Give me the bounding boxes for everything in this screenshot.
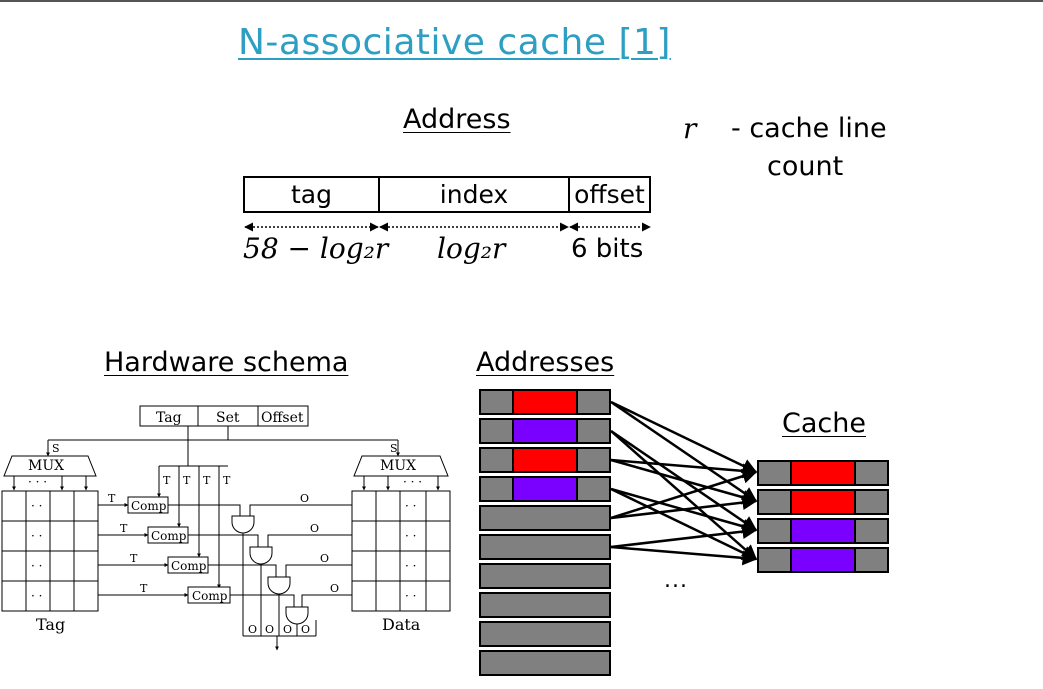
- svg-text:· ·: · ·: [31, 559, 42, 573]
- hw-tag-label: Tag: [36, 615, 65, 634]
- offset-width-label: 6 bits: [571, 234, 644, 264]
- cache-heading: Cache: [782, 408, 866, 439]
- hw-o-b3: O: [283, 623, 292, 636]
- addresses-heading: Addresses: [476, 347, 615, 378]
- hw-mux-left-label: MUX: [28, 458, 64, 474]
- hw-o-b1: O: [248, 623, 257, 636]
- note-text-line2: count: [767, 151, 844, 182]
- page-title[interactable]: N-associative cache [1]: [238, 22, 671, 63]
- tag-width-label: 58 − log₂r: [243, 232, 389, 265]
- hw-o-b2: O: [265, 623, 274, 636]
- hw-t-v4: T: [223, 474, 231, 487]
- hw-data-label: Data: [382, 615, 421, 634]
- svg-text:· ·: · ·: [405, 589, 416, 603]
- svg-text:· ·: · ·: [31, 589, 42, 603]
- hw-t-v2: T: [183, 474, 191, 487]
- note-text-line1: - cache line: [731, 113, 887, 144]
- svg-text:· ·: · ·: [405, 499, 416, 513]
- hw-t-v3: T: [203, 474, 211, 487]
- hw-mux-right-label: MUX: [380, 458, 416, 474]
- hw-field-set: Set: [216, 410, 240, 426]
- svg-text:· ·: · ·: [31, 529, 42, 543]
- address-field-offset: offset: [568, 176, 651, 213]
- mapping-arrows: [610, 400, 758, 566]
- hw-o-4: O: [330, 582, 339, 595]
- hw-mux-right: [353, 455, 449, 477]
- hw-comp-label-3: Comp: [171, 559, 207, 573]
- hw-t-2: T: [120, 522, 128, 535]
- hw-field-offset: Offset: [261, 410, 304, 426]
- hw-data-array: [351, 490, 451, 612]
- hw-tag-array: [1, 490, 99, 612]
- svg-text:· ·: · ·: [31, 499, 42, 513]
- hw-comp-label-1: Comp: [131, 499, 167, 513]
- hw-t-1: T: [108, 492, 116, 505]
- hardware-schema: [1, 405, 451, 651]
- hw-address-register: [139, 405, 309, 427]
- hw-select-left: S: [52, 442, 60, 455]
- hw-o-1: O: [300, 492, 309, 505]
- hw-comp-label-4: Comp: [192, 589, 228, 603]
- svg-text:· ·: · ·: [405, 529, 416, 543]
- hw-mux-right-dots: · · ·: [403, 475, 422, 489]
- hw-o-3: O: [320, 552, 329, 565]
- addresses-ellipsis: ...: [664, 568, 688, 593]
- hw-o-2: O: [310, 522, 319, 535]
- cache-blocks: [757, 460, 889, 573]
- svg-text:· ·: · ·: [405, 559, 416, 573]
- index-width-label: log₂r: [437, 232, 506, 265]
- address-blocks: [479, 389, 611, 676]
- hw-and-3: [267, 576, 291, 595]
- hw-t-3: T: [130, 552, 138, 565]
- top-border-line: [0, 0, 1043, 2]
- hw-t-v1: T: [163, 474, 171, 487]
- note-variable: r: [683, 112, 697, 145]
- address-field-tag: tag: [243, 176, 380, 213]
- hw-field-tag: Tag: [156, 410, 182, 426]
- hw-and-4: [285, 606, 309, 625]
- hw-o-b4: O: [301, 623, 310, 636]
- hw-mux-left-dots: · · ·: [28, 475, 47, 489]
- address-heading: Address: [403, 104, 511, 135]
- hw-t-4: T: [140, 582, 148, 595]
- hardware-labels: Tag Set Offset MUX MUX S S · · · · · · ·…: [28, 410, 422, 636]
- hardware-heading: Hardware schema: [104, 347, 349, 378]
- address-field-index: index: [378, 176, 570, 213]
- hw-mux-left: [3, 455, 97, 477]
- hw-select-right: S: [390, 442, 398, 455]
- hw-and-1: [231, 515, 255, 534]
- hw-and-2: [249, 546, 273, 565]
- hw-comp-label-2: Comp: [151, 529, 187, 543]
